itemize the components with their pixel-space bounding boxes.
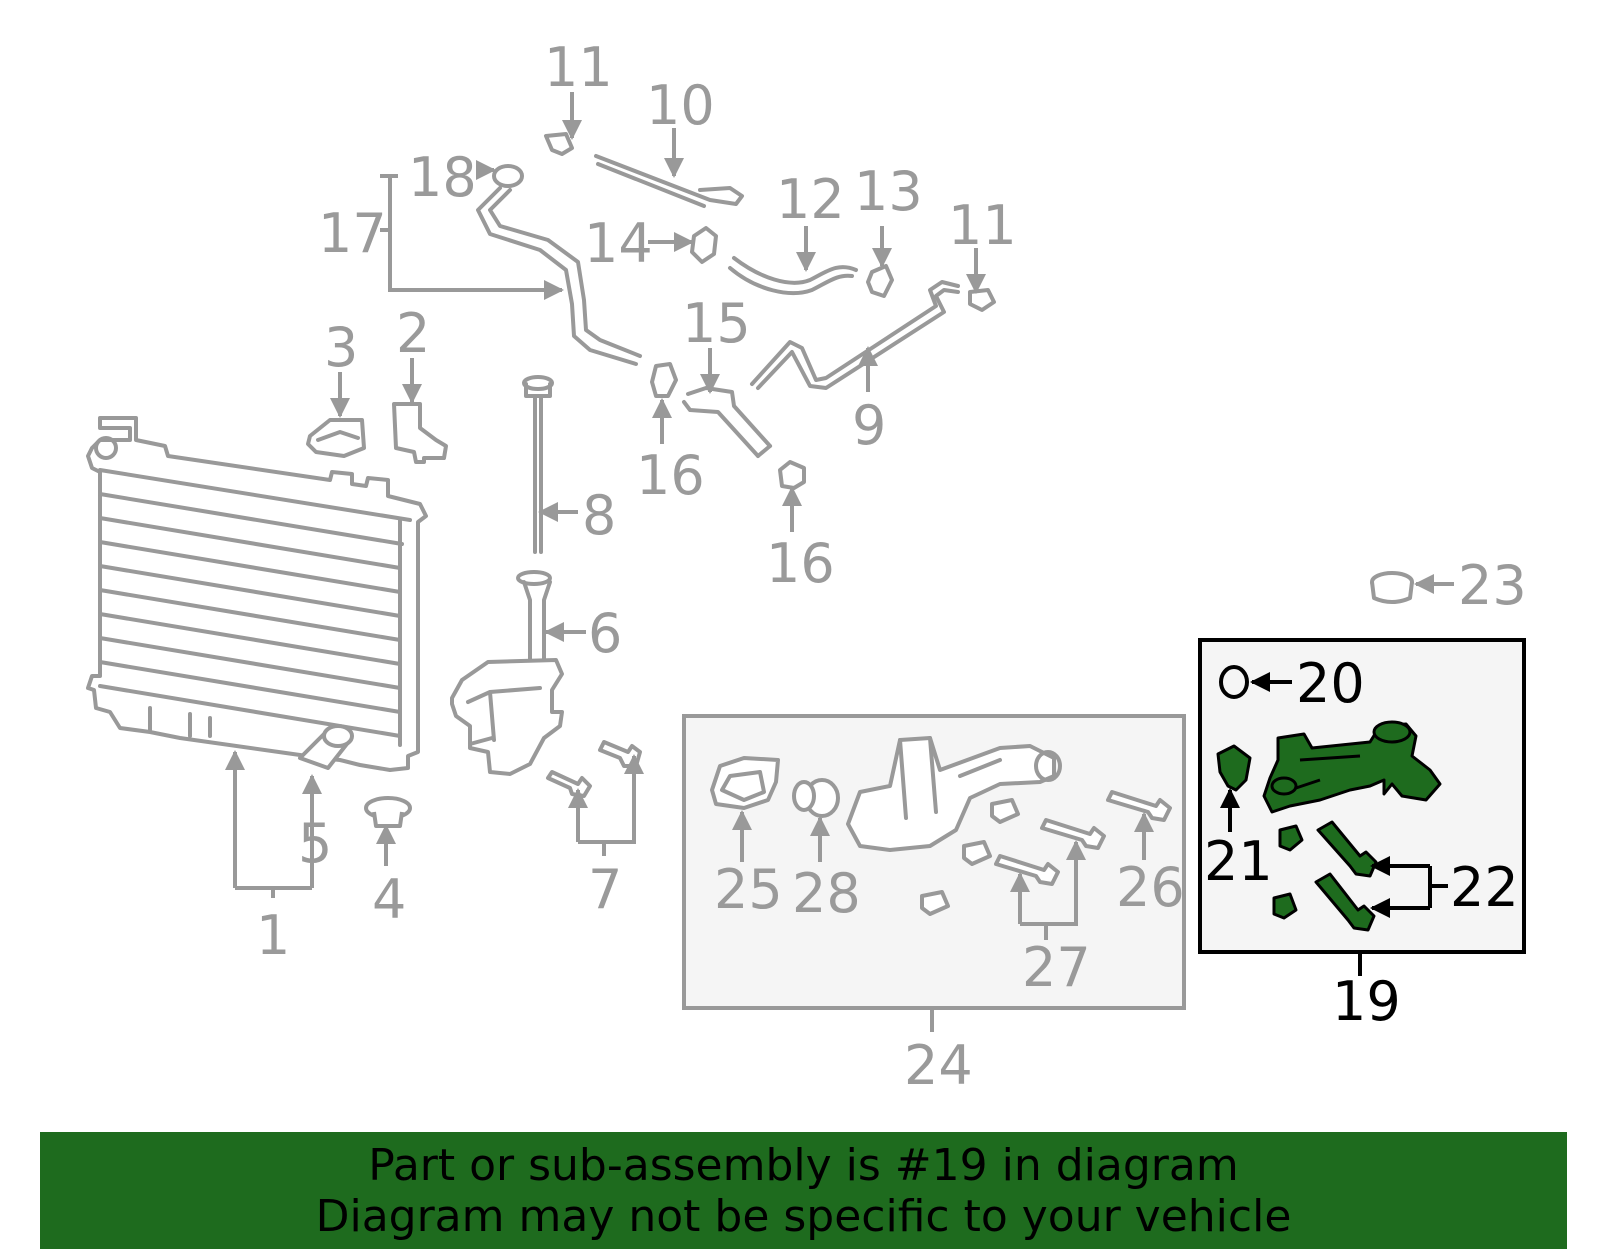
- callout-4: 4: [372, 868, 406, 931]
- callout-21: 21: [1204, 830, 1273, 893]
- cap-23-part: [1370, 571, 1414, 604]
- callout-2: 2: [396, 302, 430, 365]
- clip-right-part: [968, 288, 996, 312]
- callout-23: 23: [1458, 554, 1527, 617]
- overflow-hose-part: [476, 164, 642, 366]
- clamp-13-part: [866, 264, 894, 298]
- radiator-part: [86, 416, 428, 772]
- callout-11-upper: 11: [544, 36, 613, 99]
- callout-6: 6: [588, 602, 622, 665]
- callout-labels: 1 2 3 4 5 6 7 8 9 10 11 11 12 13 14 15 1…: [256, 36, 1527, 1097]
- clamp-16-upper-part: [650, 362, 678, 398]
- banner-line-part-number: Part or sub-assembly is #19 in diagram: [368, 1140, 1239, 1191]
- callout-19: 19: [1332, 970, 1401, 1033]
- callout-22: 22: [1450, 856, 1519, 919]
- washer-reservoir-part: [450, 375, 564, 776]
- side-bracket-part: [392, 402, 448, 464]
- coolant-pipe-part: [750, 280, 960, 390]
- callout-9: 9: [852, 394, 886, 457]
- radiator-mount-part: [364, 796, 412, 828]
- callout-18: 18: [408, 146, 477, 209]
- callout-3: 3: [324, 316, 358, 379]
- lower-hose-outlet-part: [298, 724, 354, 770]
- box-19-highlighted-assembly: [1198, 638, 1526, 954]
- box-24-assembly: [682, 714, 1186, 1010]
- callout-16-upper: 16: [636, 444, 705, 507]
- callout-15: 15: [682, 292, 751, 355]
- callout-1: 1: [256, 904, 290, 967]
- hose-12-part: [728, 256, 858, 295]
- callout-20: 20: [1296, 652, 1365, 715]
- clamp-16-lower-part: [778, 460, 806, 490]
- callout-17: 17: [318, 202, 387, 265]
- callout-13: 13: [854, 160, 923, 223]
- callout-28: 28: [792, 862, 861, 925]
- callout-27: 27: [1022, 936, 1091, 999]
- callout-24: 24: [904, 1034, 973, 1097]
- callout-16-lower: 16: [766, 532, 835, 595]
- bolt-pair-part: [546, 740, 642, 798]
- upper-bracket-part: [306, 418, 366, 458]
- callout-25: 25: [714, 858, 783, 921]
- clamp-14-part: [690, 226, 718, 264]
- callout-12: 12: [776, 168, 845, 231]
- callout-10: 10: [646, 74, 715, 137]
- bypass-line-part: [594, 154, 744, 208]
- info-banner: Part or sub-assembly is #19 in diagram D…: [40, 1132, 1567, 1249]
- callout-7: 7: [588, 858, 622, 921]
- clip-upper-part: [544, 132, 574, 156]
- callout-11-right: 11: [948, 194, 1017, 257]
- callout-8: 8: [582, 484, 616, 547]
- callout-14: 14: [584, 212, 653, 275]
- leader-lines: [235, 92, 1454, 1032]
- callout-5: 5: [298, 812, 332, 875]
- banner-line-disclaimer: Diagram may not be specific to your vehi…: [315, 1191, 1292, 1242]
- callout-26: 26: [1116, 856, 1185, 919]
